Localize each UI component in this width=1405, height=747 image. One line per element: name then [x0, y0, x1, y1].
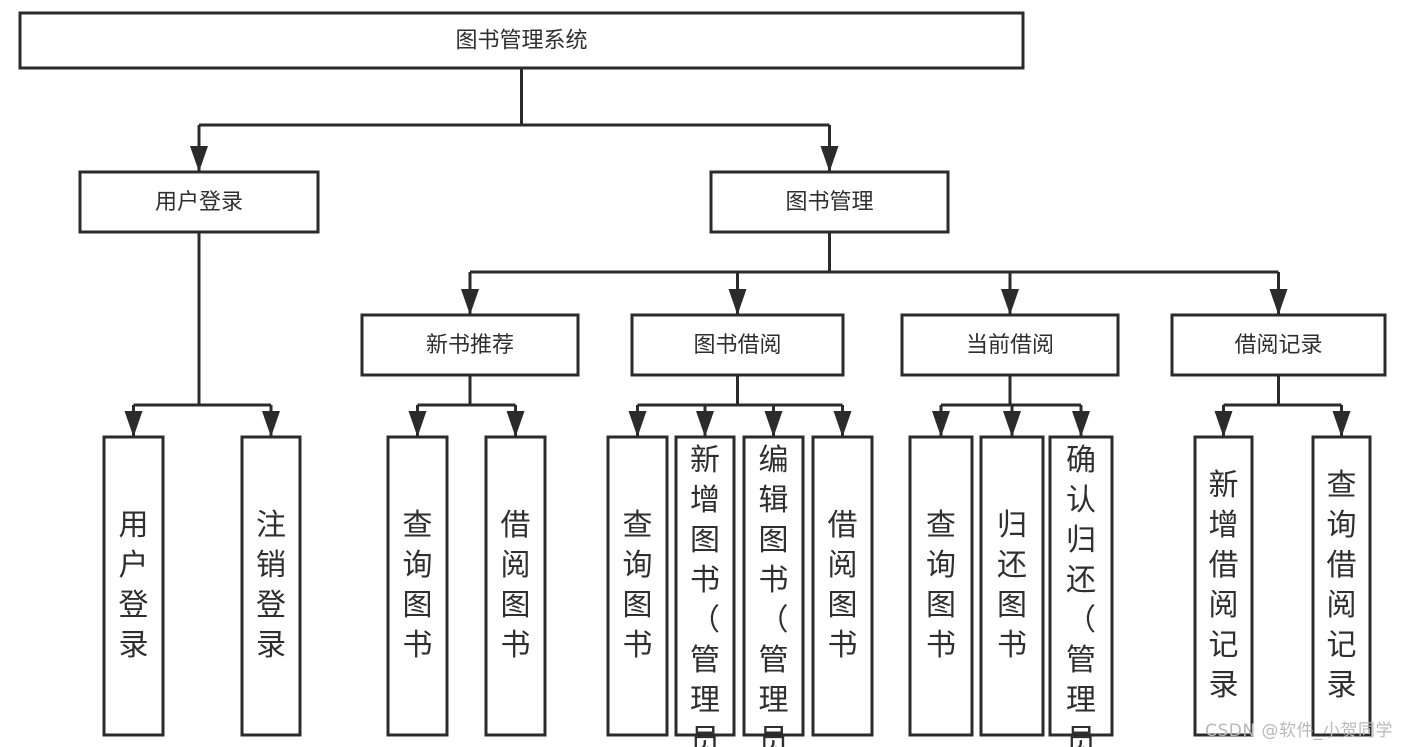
node-leaf-12[interactable]: 查询借阅记录	[1311, 435, 1372, 737]
node-leaf-9[interactable]: 归还图书	[979, 435, 1045, 737]
node-label: 注销登录	[256, 508, 286, 663]
node-label: 查询图书	[623, 508, 653, 663]
node-leaf-3[interactable]: 借阅图书	[484, 435, 547, 737]
book-mgmt-arrow-1	[728, 289, 747, 315]
node-level3-1[interactable]: 图书借阅	[630, 313, 845, 377]
borrow-arrow-3	[833, 411, 852, 437]
node-box	[78, 170, 320, 234]
user-login-arrow-0	[124, 411, 143, 437]
node-label: 查询借阅记录	[1327, 468, 1357, 703]
node-box	[484, 435, 547, 737]
node-label: 借阅记录	[1234, 333, 1322, 358]
node-box	[386, 435, 449, 737]
node-box	[900, 313, 1120, 377]
node-label: 新书推荐	[426, 333, 514, 358]
current-borrow-arrow-2	[1072, 411, 1090, 437]
node-label: 当前借阅	[966, 333, 1054, 358]
node-box	[1311, 435, 1372, 737]
node-box	[606, 435, 669, 737]
node-label: 图书借阅	[693, 333, 781, 358]
book-mgmt-arrow-0	[461, 289, 479, 315]
node-layer: 图书管理系统用户登录图书管理新书推荐图书借阅当前借阅借阅记录用户登录注销登录查询…	[18, 11, 1387, 747]
node-box	[908, 435, 974, 737]
root-arrow-1	[820, 146, 839, 172]
node-box	[18, 11, 1025, 70]
node-label: 借阅图书	[501, 508, 531, 663]
node-level2-0[interactable]: 用户登录	[78, 170, 320, 234]
node-box	[709, 170, 950, 234]
node-box	[240, 435, 302, 737]
borrow-arrow-2	[764, 411, 783, 437]
node-box	[630, 313, 845, 377]
node-label: 新增借阅记录	[1209, 468, 1239, 703]
node-root-0[interactable]: 图书管理系统	[18, 11, 1025, 70]
node-leaf-4[interactable]: 查询图书	[606, 435, 669, 737]
node-label: 图书管理	[785, 190, 873, 215]
node-leaf-6[interactable]: 编辑图书（管理员）	[742, 435, 805, 747]
node-label: 图书管理系统	[455, 29, 587, 54]
node-leaf-0[interactable]: 用户登录	[102, 435, 165, 737]
node-label: 查询图书	[403, 508, 433, 663]
node-level3-0[interactable]: 新书推荐	[360, 313, 580, 377]
node-level3-2[interactable]: 当前借阅	[900, 313, 1120, 377]
new-book-arrow-0	[408, 411, 427, 437]
borrow-arrow-0	[628, 411, 647, 437]
node-box	[811, 435, 874, 737]
node-box	[1170, 313, 1387, 377]
node-box	[1048, 435, 1114, 737]
node-leaf-5[interactable]: 新增图书（管理员）	[674, 435, 736, 747]
user-login-arrow-1	[262, 411, 280, 437]
node-box	[742, 435, 805, 737]
node-box	[979, 435, 1045, 737]
current-borrow-arrow-1	[1003, 411, 1021, 437]
node-leaf-7[interactable]: 借阅图书	[811, 435, 874, 737]
borrow-record-arrow-0	[1214, 411, 1233, 437]
node-label: 查询图书	[926, 508, 956, 663]
node-label: 归还图书	[997, 508, 1027, 663]
root-arrow-0	[190, 146, 208, 172]
node-box	[102, 435, 165, 737]
book-mgmt-arrow-3	[1269, 289, 1288, 315]
borrow-arrow-1	[696, 411, 714, 437]
node-box	[360, 313, 580, 377]
borrow-record-arrow-1	[1332, 411, 1351, 437]
node-level3-3[interactable]: 借阅记录	[1170, 313, 1387, 377]
node-label: 借阅图书	[828, 508, 858, 663]
new-book-arrow-1	[506, 411, 525, 437]
node-leaf-2[interactable]: 查询图书	[386, 435, 449, 737]
node-label: 新增图书（管理员）	[690, 443, 720, 747]
node-box	[1193, 435, 1254, 737]
node-level2-1[interactable]: 图书管理	[709, 170, 950, 234]
book-mgmt-arrow-2	[1001, 289, 1019, 315]
node-leaf-8[interactable]: 查询图书	[908, 435, 974, 737]
node-box	[674, 435, 736, 737]
node-label: 编辑图书（管理员）	[759, 443, 789, 747]
node-leaf-1[interactable]: 注销登录	[240, 435, 302, 737]
node-leaf-10[interactable]: 确认归还（管理员）	[1048, 435, 1114, 747]
node-leaf-11[interactable]: 新增借阅记录	[1193, 435, 1254, 737]
connector-layer	[124, 68, 1351, 437]
node-label: 用户登录	[155, 190, 243, 215]
current-borrow-arrow-0	[932, 411, 950, 437]
node-label: 用户登录	[119, 508, 149, 663]
node-label: 确认归还（管理员）	[1066, 443, 1096, 747]
